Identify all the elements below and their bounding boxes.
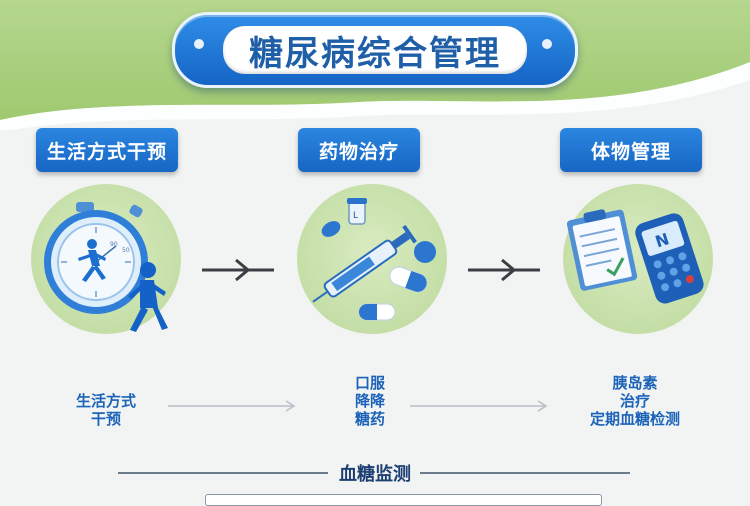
stopwatch-mark-a: 90 (110, 241, 118, 248)
step-desc-line: 胰岛素 (612, 374, 658, 392)
step-desc-lifestyle: 生活方式 干预 (56, 392, 156, 428)
step-label-lifestyle: 生活方式干预 (36, 128, 178, 172)
stopwatch-runner-icon: 90 50 (44, 202, 168, 332)
clipboard-glucometer-icon: N (566, 209, 704, 304)
step-desc-line: 治疗 (619, 392, 650, 410)
step-desc-line: 口服 (354, 374, 385, 392)
step-desc-medication: 口服 降降 糖药 (320, 374, 420, 428)
step-desc-line: 生活方式 (75, 392, 136, 410)
step-desc-line: 干预 (90, 410, 121, 428)
arrow-right-icon (468, 258, 540, 282)
title-dot-left (194, 39, 204, 49)
page-title: 糖尿病综合管理 (249, 33, 501, 74)
step-label-medication: 药物治疗 (298, 128, 420, 172)
title-banner: 糖尿病综合管理 (172, 12, 578, 88)
syringe-pills-icon: L (312, 198, 436, 321)
vial-label: L (353, 211, 358, 221)
meter-letter: N (653, 229, 672, 251)
footer-label: 血糖监测 (339, 464, 411, 485)
title-dot-right (542, 39, 552, 49)
step-label-management: 体物管理 (560, 128, 702, 172)
divider-left (118, 472, 328, 474)
divider-right (420, 472, 630, 474)
step-desc-management: 胰岛素 治疗 定期血糖检测 (560, 374, 710, 428)
step-desc-line: 降降 (354, 392, 385, 410)
small-arrow-icon (410, 400, 548, 412)
stopwatch-mark-b: 50 (122, 247, 130, 254)
footer-bar (205, 494, 602, 506)
arrow-right-icon (202, 258, 274, 282)
step-desc-line: 定期血糖检测 (589, 410, 680, 428)
small-arrow-icon (168, 400, 296, 412)
step-desc-line: 糖药 (354, 410, 385, 428)
